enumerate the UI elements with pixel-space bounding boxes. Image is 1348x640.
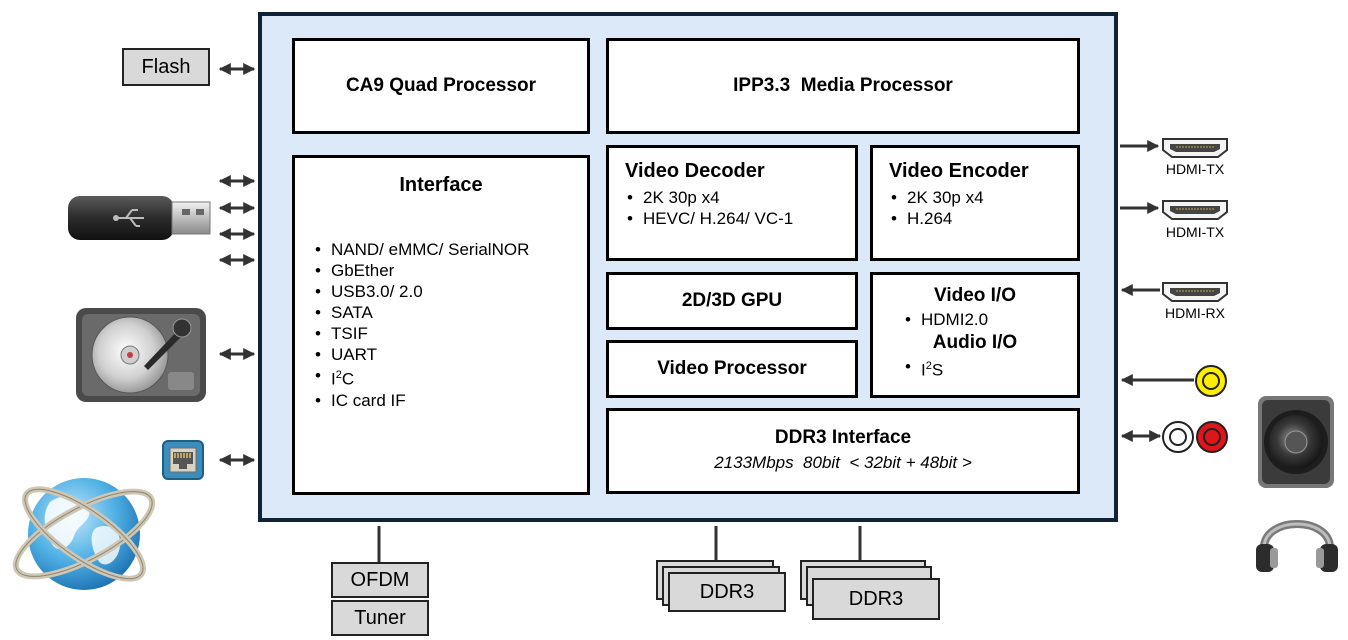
interface-item: USB3.0/ 2.0 [313, 281, 587, 302]
video-processor-block: Video Processor [606, 340, 858, 398]
hdmi-rx-label: HDMI-RX [1165, 305, 1225, 321]
cpu-label: CA9 Quad Processor [345, 75, 537, 96]
ddr3-chip-b: DDR3 [812, 578, 940, 620]
video-encoder-title: Video Encoder [889, 160, 1029, 182]
rca-jack-icon [1195, 365, 1227, 397]
video-decoder-list: 2K 30p x4 HEVC/ H.264/ VC-1 [625, 187, 855, 229]
usb-stick-icon [68, 196, 211, 240]
video-io-title: Video I/O [933, 285, 1016, 306]
audio-io-title: Audio I/O [932, 332, 1018, 353]
hdmi-tx-2-label: HDMI-TX [1165, 224, 1225, 240]
interface-item-i2c: I2C [313, 365, 587, 390]
hdmi-connector-icon [1162, 200, 1228, 220]
interface-list: NAND/ eMMC/ SerialNOR GbEther USB3.0/ 2.… [313, 239, 587, 411]
cpu-block: CA9 Quad Processor [292, 38, 590, 134]
interface-item: IC card IF [313, 390, 587, 411]
audio-io-list: I2S [903, 356, 1077, 381]
rca-jack-icon [1162, 421, 1228, 453]
video-decoder-item: HEVC/ H.264/ VC-1 [625, 208, 855, 229]
video-encoder-item: 2K 30p x4 [889, 187, 1077, 208]
ddr3-interface-title: DDR3 Interface [774, 427, 912, 448]
video-encoder-block: Video Encoder 2K 30p x4 H.264 [870, 145, 1080, 261]
video-decoder-block: Video Decoder 2K 30p x4 HEVC/ H.264/ VC-… [606, 145, 858, 261]
interface-title: Interface [399, 174, 483, 196]
ddr3-interface-spec: 2133Mbps 80bit < 32bit + 48bit > [714, 453, 972, 472]
hdmi-connector-icon [1162, 138, 1228, 158]
interface-item: SATA [313, 302, 587, 323]
video-decoder-title: Video Decoder [625, 160, 765, 182]
interface-item: GbEther [313, 260, 587, 281]
gpu-block: 2D/3D GPU [606, 272, 858, 330]
flash-label: Flash [141, 55, 191, 78]
video-io-item: HDMI2.0 [903, 309, 1077, 330]
hdmi-tx-1-label: HDMI-TX [1165, 161, 1225, 177]
media-processor-block: IPP3.3 Media Processor [606, 38, 1080, 134]
tuner-label: Tuner [354, 606, 406, 629]
video-encoder-item: H.264 [889, 208, 1077, 229]
hdmi-connector-icon [1162, 282, 1228, 302]
av-io-block: Video I/O HDMI2.0 Audio I/O I2S [870, 272, 1080, 398]
ddr3-chip-b-label: DDR3 [848, 587, 904, 610]
interface-item: TSIF [313, 323, 587, 344]
hard-disk-icon [76, 308, 206, 402]
interface-item: UART [313, 344, 587, 365]
video-encoder-list: 2K 30p x4 H.264 [889, 187, 1077, 229]
media-processor-label: IPP3.3 Media Processor [733, 75, 953, 96]
interface-block: Interface NAND/ eMMC/ SerialNOR GbEther … [292, 155, 590, 495]
ddr3-chip-a-label: DDR3 [699, 580, 755, 603]
speaker-icon [1258, 396, 1334, 488]
globe-icon [12, 478, 156, 590]
video-io-list: HDMI2.0 [903, 309, 1077, 330]
ddr3-chip-a: DDR3 [668, 572, 786, 612]
audio-io-item-i2s: I2S [903, 356, 1077, 381]
ofdm-label: OFDM [350, 568, 410, 591]
tuner-chip: Tuner [331, 600, 429, 636]
ddr3-interface-block: DDR3 Interface 2133Mbps 80bit < 32bit + … [606, 408, 1080, 494]
interface-item: NAND/ eMMC/ SerialNOR [313, 239, 587, 260]
flash-device: Flash [122, 48, 210, 86]
video-decoder-item: 2K 30p x4 [625, 187, 855, 208]
ofdm-chip: OFDM [331, 562, 429, 598]
gpu-label: 2D/3D GPU [681, 290, 783, 311]
ethernet-port-icon [162, 440, 204, 480]
headphones-icon [1256, 520, 1338, 572]
video-processor-label: Video Processor [657, 358, 807, 379]
